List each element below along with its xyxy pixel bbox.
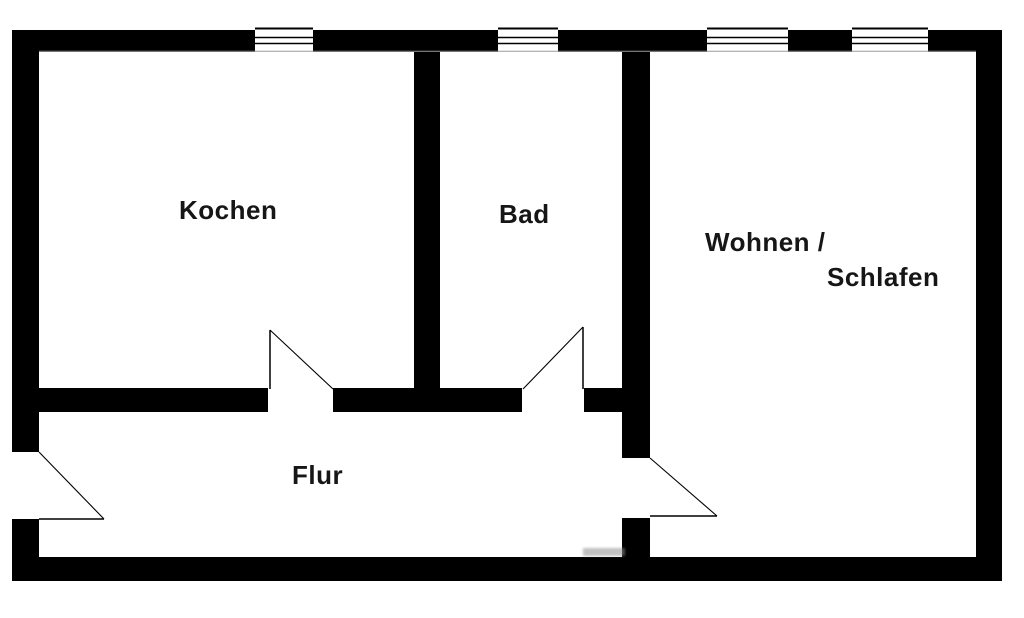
window-bathroom xyxy=(498,27,558,52)
wall-divider-hallway-living-lower xyxy=(622,518,650,558)
wall-hallway-north-mid xyxy=(333,388,522,412)
window-opening xyxy=(498,27,558,52)
wall-divider-kitchen-bathroom xyxy=(414,50,440,390)
room-label-living-line1: Wohnen / xyxy=(705,227,826,257)
door-swing xyxy=(649,457,718,517)
door-swing xyxy=(522,326,584,390)
wall-right xyxy=(976,30,1002,581)
wall-left-upper xyxy=(12,30,39,452)
living-door xyxy=(649,457,718,517)
wall-divider-bathroom-living-upper xyxy=(622,50,650,458)
room-label-hallway: Flur xyxy=(292,460,344,490)
bathroom-door xyxy=(522,326,584,390)
wall-hallway-north-east xyxy=(584,388,622,412)
window-opening xyxy=(707,27,788,52)
window-living-2 xyxy=(852,27,928,52)
watermark-smudge xyxy=(583,548,625,556)
room-label-kitchen: Kochen xyxy=(179,195,278,225)
entrance-door xyxy=(38,451,105,520)
kitchen-door xyxy=(269,329,334,390)
door-swing xyxy=(269,329,334,390)
room-label-bathroom: Bad xyxy=(499,199,550,229)
room-label-living-line2: Schlafen xyxy=(827,262,940,292)
window-opening xyxy=(255,27,313,52)
wall-bottom xyxy=(12,557,1002,581)
window-living-1 xyxy=(707,27,788,52)
window-opening xyxy=(852,27,928,52)
window-kitchen xyxy=(255,27,313,52)
wall-hallway-north-west xyxy=(39,388,268,412)
door-swing xyxy=(38,451,105,520)
